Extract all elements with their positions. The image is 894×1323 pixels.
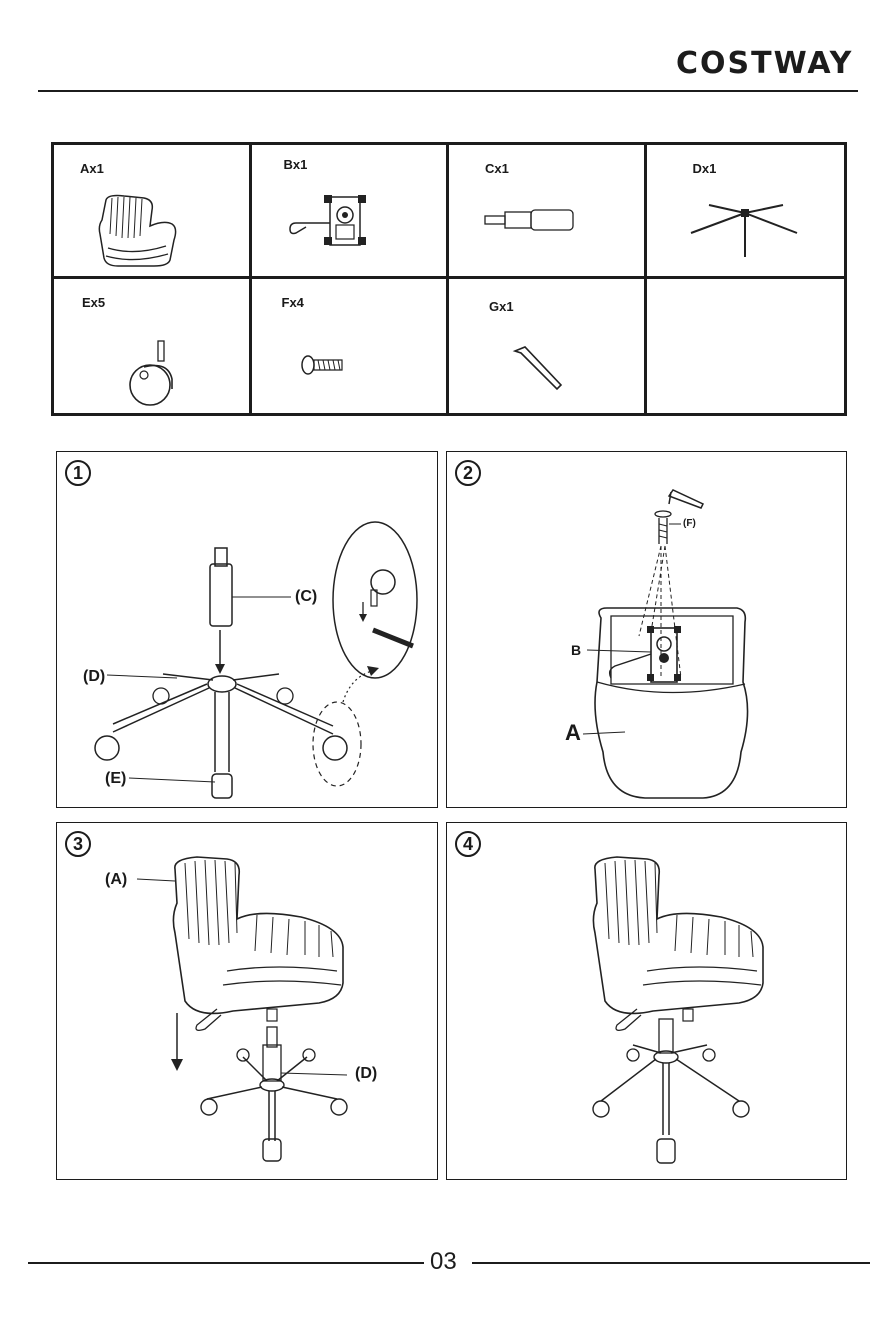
brand-logo: COSTWAY (676, 46, 853, 81)
page-number: 03 (430, 1248, 457, 1276)
parts-table: Ax1 Bx1 Cx1 Dx1 (51, 142, 847, 416)
part-label: Ax1 (80, 161, 104, 176)
part-cell-a: Ax1 (54, 145, 252, 279)
callout-e: (E) (105, 770, 126, 788)
part-cell-b: Bx1 (252, 145, 450, 279)
chair-seat-icon (94, 190, 184, 270)
part-cell-empty (647, 279, 845, 413)
part-cell-g: Gx1 (449, 279, 647, 413)
part-label: Bx1 (284, 157, 308, 172)
callout-f: (F) (683, 518, 696, 529)
header-rule (38, 90, 858, 92)
step-panel-1: 1 (C) (D) (E) (56, 451, 438, 808)
seat-plate-attachment-illustration (447, 452, 848, 809)
part-label: Ex5 (82, 295, 105, 310)
part-cell-e: Ex5 (54, 279, 252, 413)
part-label: Fx4 (282, 295, 304, 310)
caster-wheel-icon (124, 339, 184, 409)
part-label: Cx1 (485, 161, 509, 176)
part-label: Gx1 (489, 299, 514, 314)
callout-c: (C) (295, 588, 317, 606)
part-cell-f: Fx4 (252, 279, 450, 413)
step-panel-2: 2 (F) B A (446, 451, 847, 808)
part-label: Dx1 (693, 161, 717, 176)
callout-a: (A) (105, 871, 127, 889)
base-assembly-illustration (57, 452, 439, 809)
part-cell-c: Cx1 (449, 145, 647, 279)
callout-d: (D) (83, 668, 105, 686)
part-cell-d: Dx1 (647, 145, 845, 279)
footer-rule-left (28, 1262, 424, 1264)
star-base-icon (685, 199, 805, 259)
callout-d: (D) (355, 1065, 377, 1083)
allen-key-icon (511, 343, 571, 393)
gas-cylinder-icon (483, 205, 583, 235)
callout-b: B (571, 642, 581, 658)
bolt-icon (298, 353, 348, 377)
step-panel-4: 4 (446, 822, 847, 1180)
step-panel-3: 3 (A) (D) (56, 822, 438, 1180)
callout-a: A (565, 720, 581, 746)
footer-rule-right (472, 1262, 870, 1264)
assembled-chair-illustration (447, 823, 848, 1181)
seat-plate-mechanism-icon (286, 193, 406, 253)
